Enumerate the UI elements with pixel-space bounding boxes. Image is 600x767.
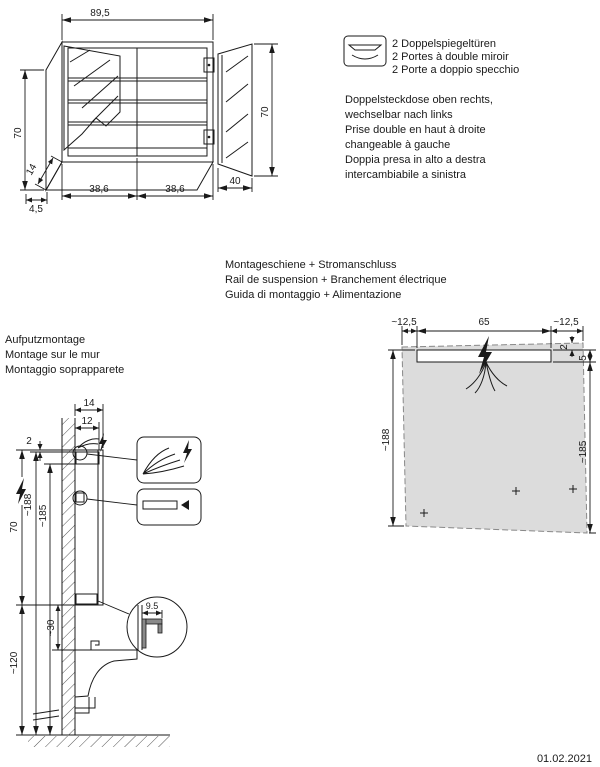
dim-height-left: ~188 (381, 428, 392, 451)
legend-line: 2 Doppelspiegeltüren (392, 38, 496, 50)
dim-margin-right: ~12,5 (553, 317, 579, 328)
arrow-left-icon (181, 500, 189, 510)
lightning-bolt-icon (16, 478, 26, 504)
dim-height-left: 70 (13, 127, 24, 139)
dim-plinth: 4,5 (29, 204, 43, 215)
hinge (203, 129, 215, 145)
lightning-bolt-icon (478, 336, 492, 374)
right-mirror-door (217, 43, 253, 177)
cabinet-dimensions: 89,5 70 70 14 38,6 38,6 40 4,5 (13, 8, 278, 215)
dim-top-gap: 2 (26, 436, 32, 447)
dim-height-right: 70 (260, 106, 271, 118)
socket-note-line: Doppelsteckdose oben rechts, (345, 94, 493, 106)
cabinet-side-panel (45, 40, 63, 192)
dim-depth: 14 (24, 162, 39, 178)
dim-margin-left: ~12,5 (391, 317, 417, 328)
socket-note-line: wechselbar nach links (344, 109, 453, 121)
detail-marker-circle (72, 490, 88, 506)
surface-mount-note: Aufputzmontage Montage sur le mur Montag… (5, 334, 124, 376)
connection-box (75, 492, 85, 503)
dim-rail-depth: 12 (81, 416, 93, 427)
double-mirror-doors-icon (347, 44, 383, 60)
dim-door-right: 38,6 (165, 184, 185, 195)
rail-note: Montageschiene + Stromanschluss Rail de … (225, 259, 447, 301)
dim-connection-height: ~188 (23, 493, 34, 516)
break-marks (32, 709, 60, 721)
mount-note-line: Montage sur le mur (5, 349, 100, 361)
detail-box-cable (136, 436, 202, 484)
dim-basin-clearance: ~30 (46, 619, 57, 636)
socket-note-line: intercambiabile a sinistra (345, 169, 467, 181)
dim-cabinet-height: 70 (9, 521, 20, 533)
wall-cable (77, 438, 100, 449)
wall-hatch (62, 418, 75, 735)
left-mirror-door (63, 45, 121, 152)
drain-pipe (75, 697, 96, 714)
socket-note-line: Prise double en haut à droite (345, 124, 486, 136)
legend-line: 2 Porte a doppio specchio (392, 64, 519, 76)
floor-hatch (28, 736, 170, 747)
detail-marker-circle (72, 445, 88, 461)
dim-open-door: 40 (229, 176, 241, 187)
dim-door-left: 38,6 (89, 184, 109, 195)
dim-mount-bottom-height: ~120 (9, 651, 20, 674)
detail-circle-rail-profile: 9.5 (126, 596, 188, 658)
dim-rail-height: 5 (578, 355, 589, 361)
mirror-back-panel (401, 342, 588, 534)
bottom-rail-profile (75, 593, 98, 605)
lightning-bolt-icon (183, 440, 192, 463)
side-view-dimensions: 14 12 2 70 ~188 ~185 ~30 ~120 (9, 398, 104, 736)
dim-height-right: ~185 (578, 440, 589, 463)
dim-rail-width: 65 (478, 317, 490, 328)
rail-note-line: Guida di montaggio + Alimentazione (225, 289, 401, 301)
rear-view: ~12,5 65 ~12,5 2 5 ~185 ~188 (381, 317, 596, 534)
hinge (203, 57, 215, 73)
rail-note-line: Montageschiene + Stromanschluss (225, 259, 397, 271)
power-cable (465, 361, 508, 394)
legend-line: 2 Portes à double miroir (392, 51, 509, 63)
fixing-cross-marks (420, 485, 577, 517)
faucet (90, 640, 100, 650)
rail-note-line: Rail de suspension + Branchement électri… (225, 274, 447, 286)
top-rail-profile (75, 451, 100, 465)
dim-rail-mount-height: ~185 (38, 504, 49, 527)
mount-note-line: Montaggio soprapparete (5, 364, 124, 376)
detail-box-rail (136, 488, 202, 526)
legend: 2 Doppelspiegeltüren 2 Portes à double m… (343, 35, 519, 76)
cabinet-perspective-view (45, 40, 253, 192)
dim-rail-profile-width: 9.5 (146, 601, 159, 611)
socket-note-line: Doppia presa in alto a destra (345, 154, 487, 166)
document-date: 01.02.2021 (537, 753, 592, 765)
socket-note-line: changeable à gauche (345, 139, 450, 151)
dim-total-width: 89,5 (90, 8, 110, 19)
cabinet-side-profile (74, 449, 104, 606)
dim-top-gap: 2 (559, 344, 570, 350)
cabinet-bottom-panel (45, 161, 214, 191)
washbasin (74, 640, 138, 714)
mount-note-line: Aufputzmontage (5, 334, 85, 346)
socket-note: Doppelsteckdose oben rechts, wechselbar … (344, 94, 493, 181)
dim-cabinet-depth: 14 (83, 398, 95, 409)
side-view: 9.5 (28, 418, 202, 747)
